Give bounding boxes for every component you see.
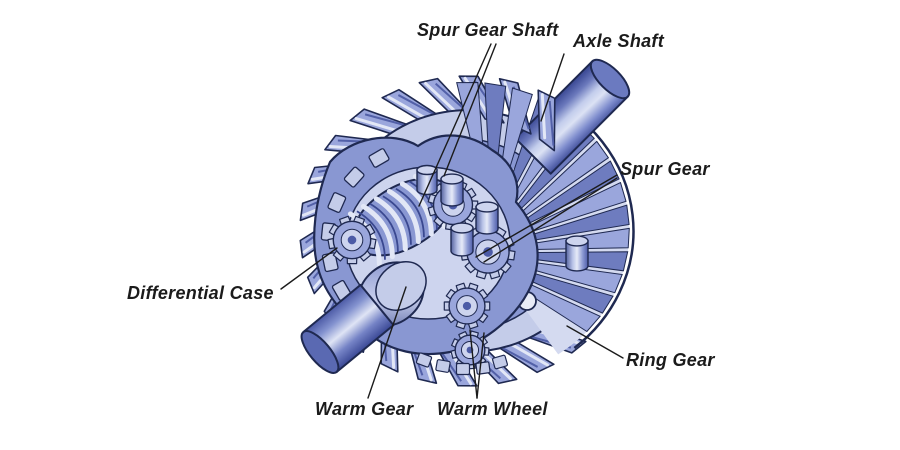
spur-gear-graphic [327, 215, 377, 265]
gear-shaft-pins [416, 164, 589, 272]
leader-warm-gear [367, 286, 407, 399]
label-warm-wheel: Warm Wheel [437, 399, 548, 419]
label-spur-gear-shaft: Spur Gear Shaft [417, 20, 559, 40]
leader-warm-wheel [469, 329, 478, 399]
leader-spur-gear [483, 177, 618, 263]
label-warm-gear: Warm Gear [315, 399, 414, 419]
leader-spur-gear [475, 174, 618, 258]
leader-ring-gear [566, 325, 624, 359]
axle-shaft-graphic [514, 58, 631, 175]
leader-spur-gear-shaft [418, 43, 492, 207]
leader-axle-shaft [540, 53, 565, 122]
leader-differential-case [280, 247, 338, 290]
leader-spur-gear-shaft [443, 43, 497, 177]
label-spur-gear: Spur Gear [620, 159, 710, 179]
label-axle-shaft: Axle Shaft [573, 31, 665, 51]
leader-lines [280, 43, 624, 399]
leader-warm-wheel [476, 332, 485, 399]
label-ring-gear: Ring Gear [626, 350, 715, 370]
label-differential-case: Differential Case [127, 283, 274, 303]
ring-gear-teeth-front [456, 75, 556, 197]
warm-gear-shaft-graphic [300, 261, 427, 374]
spur-gear-graphic [443, 282, 491, 330]
